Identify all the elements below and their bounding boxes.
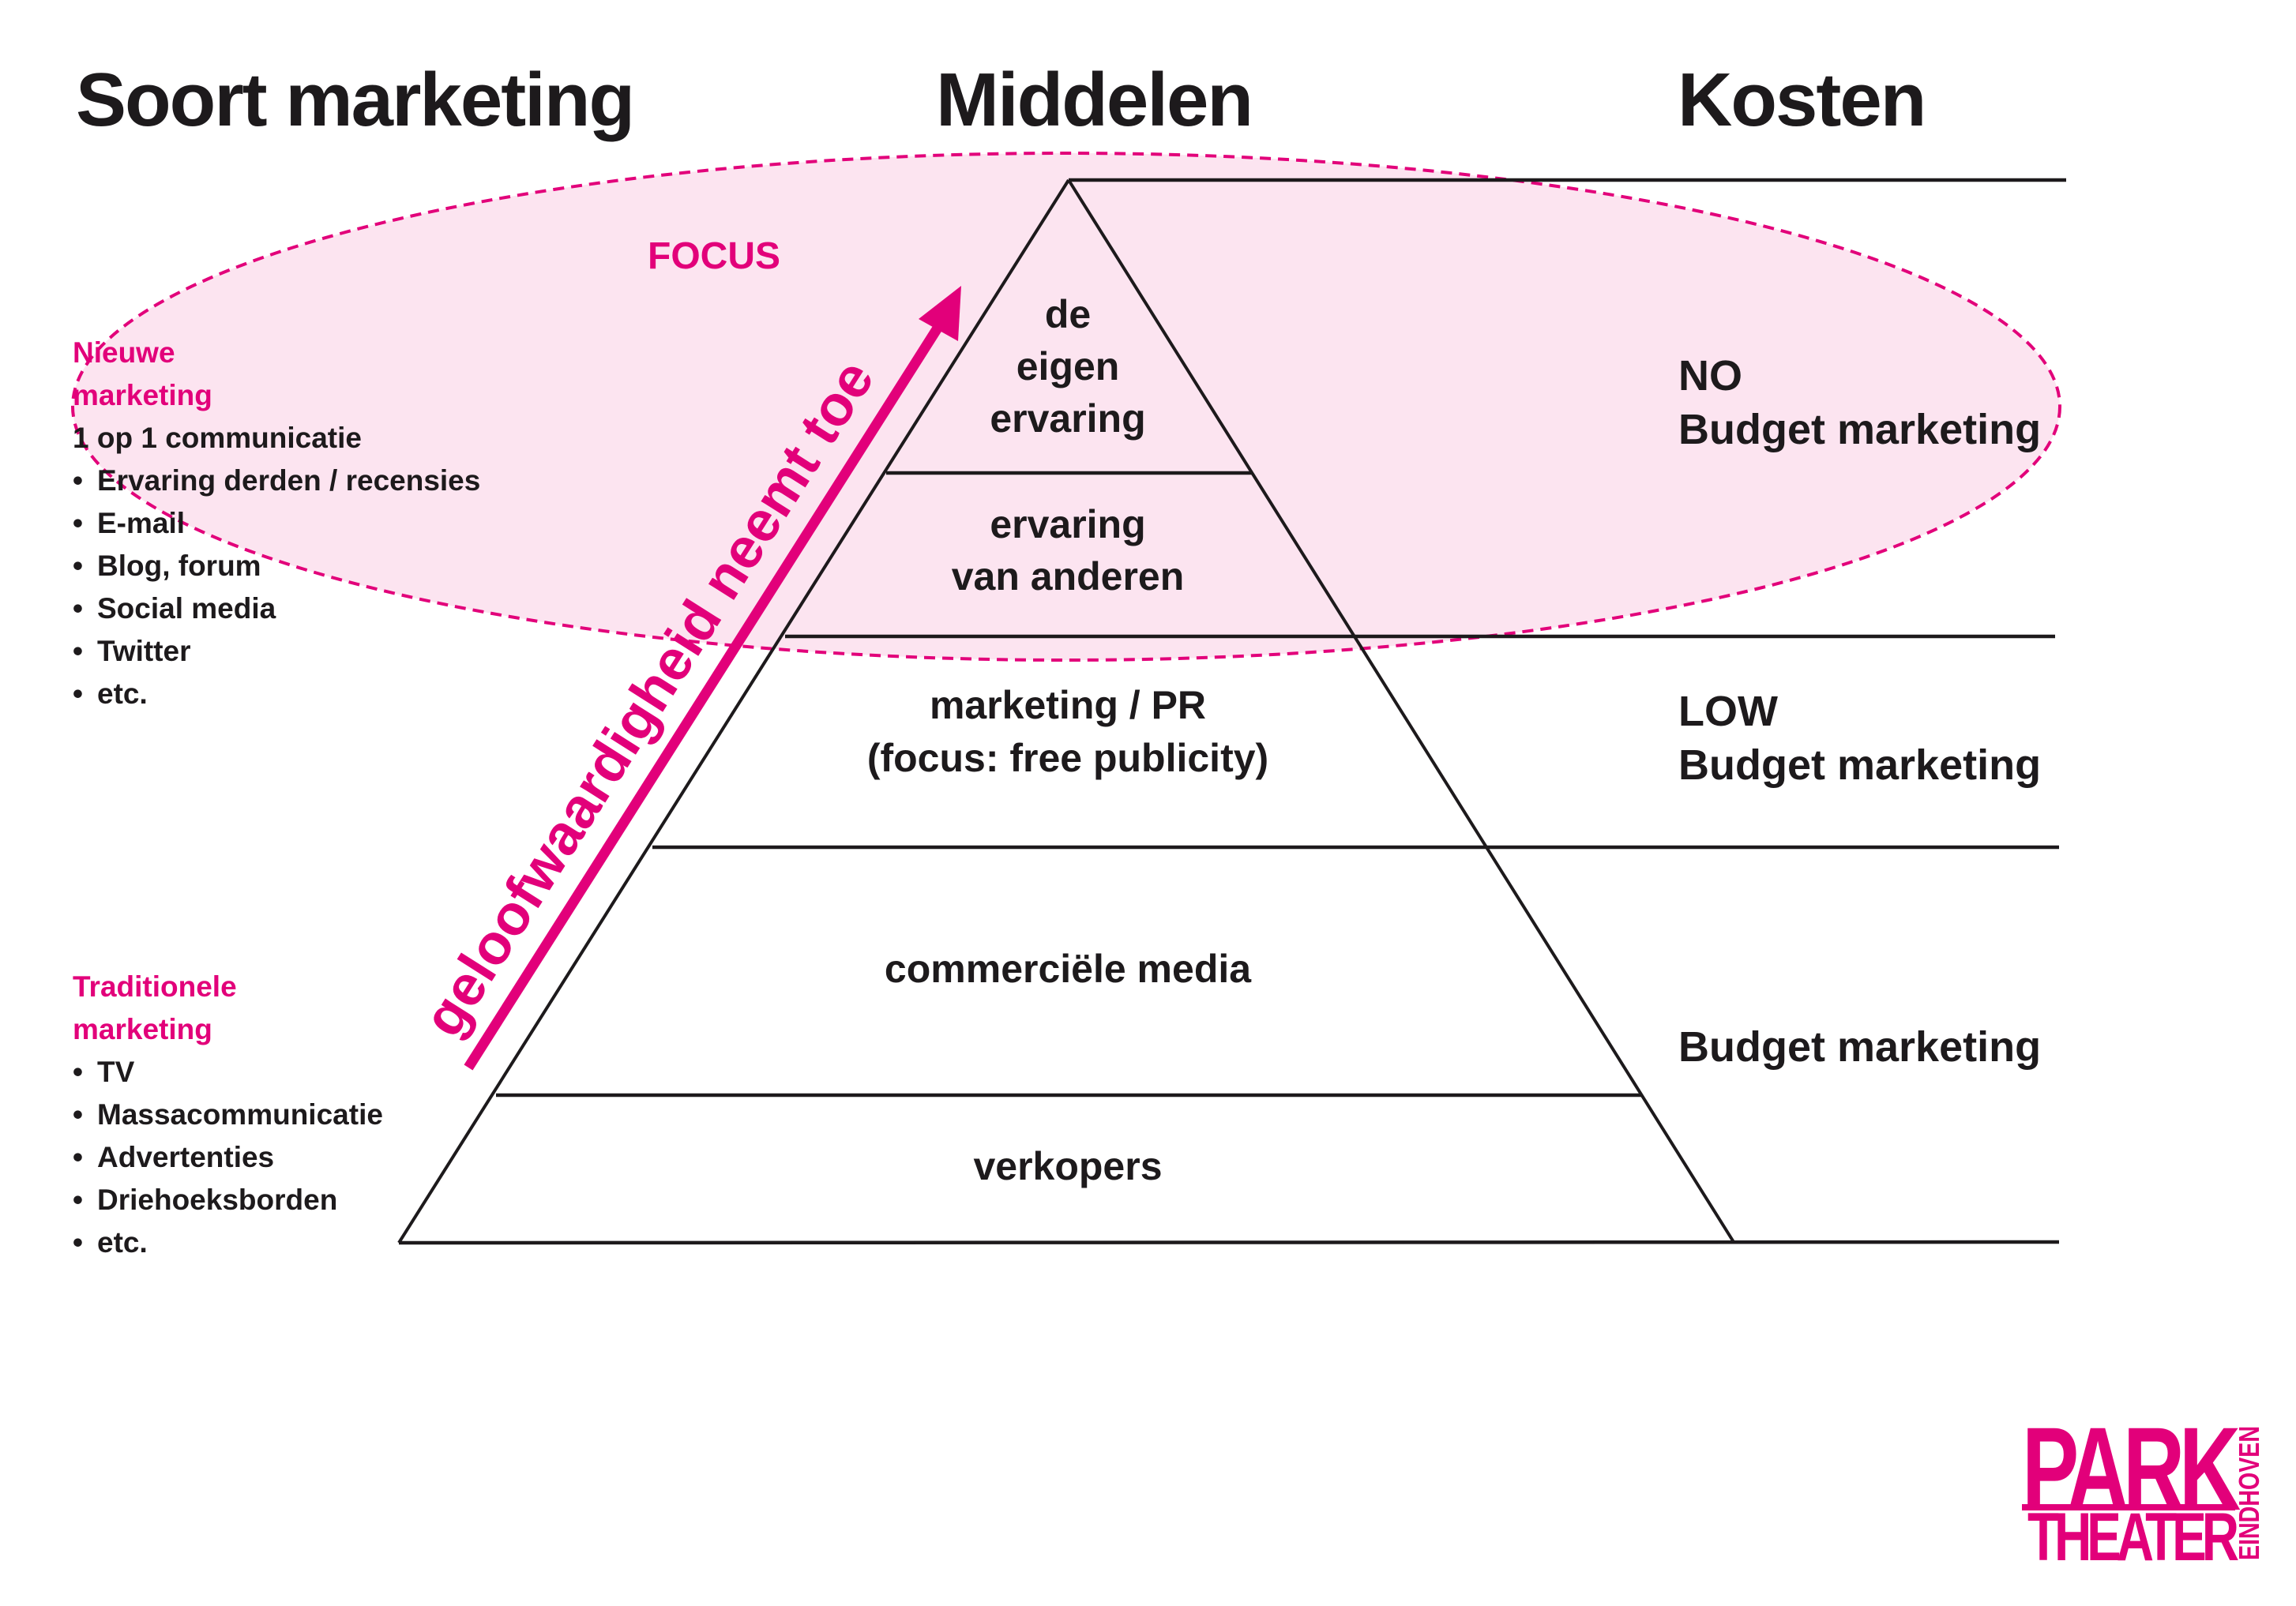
logo-eindhoven: EINDHOVEN: [2233, 1426, 2265, 1560]
text-line: de: [1045, 292, 1091, 336]
bullet-icon: •: [73, 1184, 83, 1216]
bullet-icon: •: [73, 1226, 83, 1259]
logo-theater: THEATER: [2027, 1499, 2238, 1575]
bullet-icon: •: [73, 464, 83, 497]
cost-label-budget: Budget marketing: [1678, 1023, 2041, 1071]
new-marketing-item: etc.: [97, 677, 148, 710]
bullet-icon: •: [73, 1098, 83, 1131]
text-line: ervaring: [990, 502, 1145, 546]
text-line: ervaring: [990, 396, 1145, 441]
pyramid-level-3: marketing / PR (focus: free publicity): [867, 683, 1268, 780]
pyramid-level-4: commerciële media: [885, 947, 1252, 991]
traditional-marketing-item: Massacommunicatie: [97, 1098, 383, 1131]
cost-labels: NO Budget marketing LOW Budget marketing B…: [1678, 352, 2041, 1071]
new-marketing-item: Twitter: [97, 635, 191, 667]
new-marketing-block: Nieuwe marketing 1 op 1 communicatie • Er…: [73, 336, 480, 710]
pyramid-levels: de eigen ervaring ervaring van anderen mark…: [867, 292, 1268, 1188]
bullet-icon: •: [73, 677, 83, 710]
traditional-marketing-item: Advertenties: [97, 1141, 274, 1173]
header-kosten: Kosten: [1678, 58, 1925, 142]
text-line: commerciële media: [885, 947, 1252, 991]
header-soort-marketing: Soort marketing: [76, 58, 633, 142]
new-marketing-title-2: marketing: [73, 379, 212, 411]
level-dividers: [398, 178, 2066, 1245]
bullet-icon: •: [73, 1141, 83, 1173]
pyramid-left-edge: [397, 178, 1070, 1244]
new-marketing-list: • Ervaring derden / recensies • E-mail • Blog…: [73, 464, 480, 710]
bullet-icon: •: [73, 592, 83, 625]
bullet-icon: •: [73, 507, 83, 539]
header-middelen: Middelen: [936, 58, 1252, 142]
logo-bar: [2022, 1504, 2235, 1510]
bullet-icon: •: [73, 635, 83, 667]
pyramid-right-edge: [1067, 178, 1735, 1244]
logo-park: PARK: [2022, 1402, 2240, 1535]
new-marketing-item: Blog, forum: [97, 550, 261, 582]
arrow-head-icon: [919, 286, 961, 341]
cost-label-low: LOW Budget marketing: [1678, 688, 2041, 789]
cost-label-no: NO Budget marketing: [1678, 352, 2041, 453]
traditional-marketing-block: Traditionele marketing • TV • Massacommunic…: [73, 970, 383, 1259]
park-theater-logo: PARK THEATER EINDHOVEN: [2022, 1402, 2265, 1575]
new-marketing-title-1: Nieuwe: [73, 336, 175, 369]
text-line: LOW: [1678, 688, 1778, 735]
traditional-marketing-item: etc.: [97, 1226, 148, 1259]
pyramid-outline: [397, 178, 1735, 1244]
arrow-shaft: [464, 309, 953, 1071]
text-line: eigen: [1016, 344, 1120, 388]
new-marketing-item: Ervaring derden / recensies: [97, 464, 480, 497]
bullet-icon: •: [73, 550, 83, 582]
pyramid-level-1: de eigen ervaring: [990, 292, 1145, 441]
focus-ellipse: [71, 152, 2061, 662]
pyramid-level-5: verkopers: [973, 1144, 1162, 1188]
new-marketing-item: E-mail: [97, 507, 185, 539]
traditional-marketing-item: TV: [97, 1056, 135, 1088]
text-line: (focus: free publicity): [867, 736, 1268, 780]
rule-base: [398, 1240, 2060, 1245]
text-line: Budget marketing: [1678, 406, 2041, 453]
text-line: van anderen: [952, 554, 1185, 598]
text-line: marketing / PR: [930, 683, 1206, 727]
pyramid-level-2: ervaring van anderen: [952, 502, 1185, 598]
new-marketing-subtitle: 1 op 1 communicatie: [73, 422, 362, 454]
focus-label: FOCUS: [648, 235, 780, 277]
new-marketing-item: Social media: [97, 592, 276, 625]
traditional-marketing-item: Driehoeksborden: [97, 1184, 337, 1216]
bullet-icon: •: [73, 1056, 83, 1088]
traditional-marketing-list: • TV • Massacommunicatie • Advertenties • Drieh…: [73, 1056, 383, 1259]
text-line: verkopers: [973, 1144, 1162, 1188]
text-line: Budget marketing: [1678, 1023, 2041, 1071]
traditional-marketing-title-1: Traditionele: [73, 970, 237, 1003]
text-line: Budget marketing: [1678, 741, 2041, 789]
text-line: NO: [1678, 352, 1742, 400]
traditional-marketing-title-2: marketing: [73, 1013, 212, 1045]
